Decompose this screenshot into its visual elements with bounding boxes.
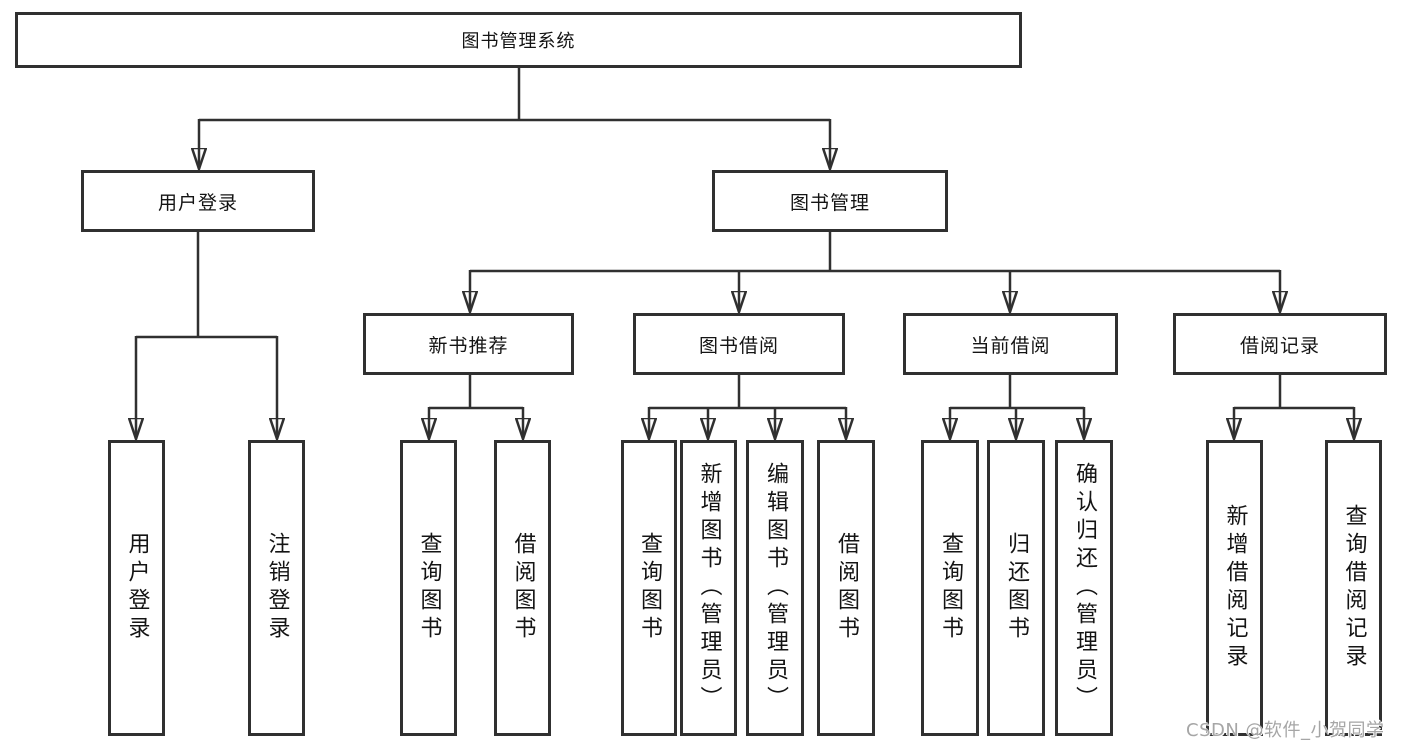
leaf-confirm-return-admin: 确认归还（管理员） — [1055, 440, 1113, 736]
connector-user-login-branch — [136, 232, 277, 339]
node-book-management: 图书管理 — [712, 170, 948, 232]
connector-root-to-level2 — [199, 68, 830, 122]
csdn-watermark: CSDN @软件_小贺同学 — [1186, 720, 1385, 741]
node-library-management-system: 图书管理系统 — [15, 12, 1022, 68]
node-current-borrowing: 当前借阅 — [903, 313, 1118, 375]
leaf-query-borrow-record: 查询借阅记录 — [1325, 440, 1382, 736]
connector-book-borrowing-branch — [649, 375, 846, 410]
leaf-borrow-books-borrow: 借阅图书 — [817, 440, 875, 736]
leaf-user-login: 用户登录 — [108, 440, 165, 736]
leaf-query-books-borrow: 查询图书 — [621, 440, 677, 736]
leaf-query-books-current: 查询图书 — [921, 440, 979, 736]
connector-new-book-branch — [429, 375, 523, 410]
connector-book-management-branch — [470, 232, 1280, 273]
leaf-add-borrow-record: 新增借阅记录 — [1206, 440, 1263, 736]
leaf-return-books: 归还图书 — [987, 440, 1045, 736]
leaf-logout: 注销登录 — [248, 440, 305, 736]
leaf-borrow-books-new: 借阅图书 — [494, 440, 551, 736]
leaf-add-books-admin: 新增图书（管理员） — [680, 440, 737, 736]
node-user-login: 用户登录 — [81, 170, 315, 232]
leaf-edit-books-admin: 编辑图书（管理员） — [746, 440, 804, 736]
node-borrowing-records: 借阅记录 — [1173, 313, 1387, 375]
connector-current-borrowing-branch — [950, 375, 1084, 410]
leaf-query-books-new: 查询图书 — [400, 440, 457, 736]
node-book-borrowing: 图书借阅 — [633, 313, 845, 375]
node-new-book-recommend: 新书推荐 — [363, 313, 574, 375]
connector-borrowing-records-branch — [1234, 375, 1354, 410]
